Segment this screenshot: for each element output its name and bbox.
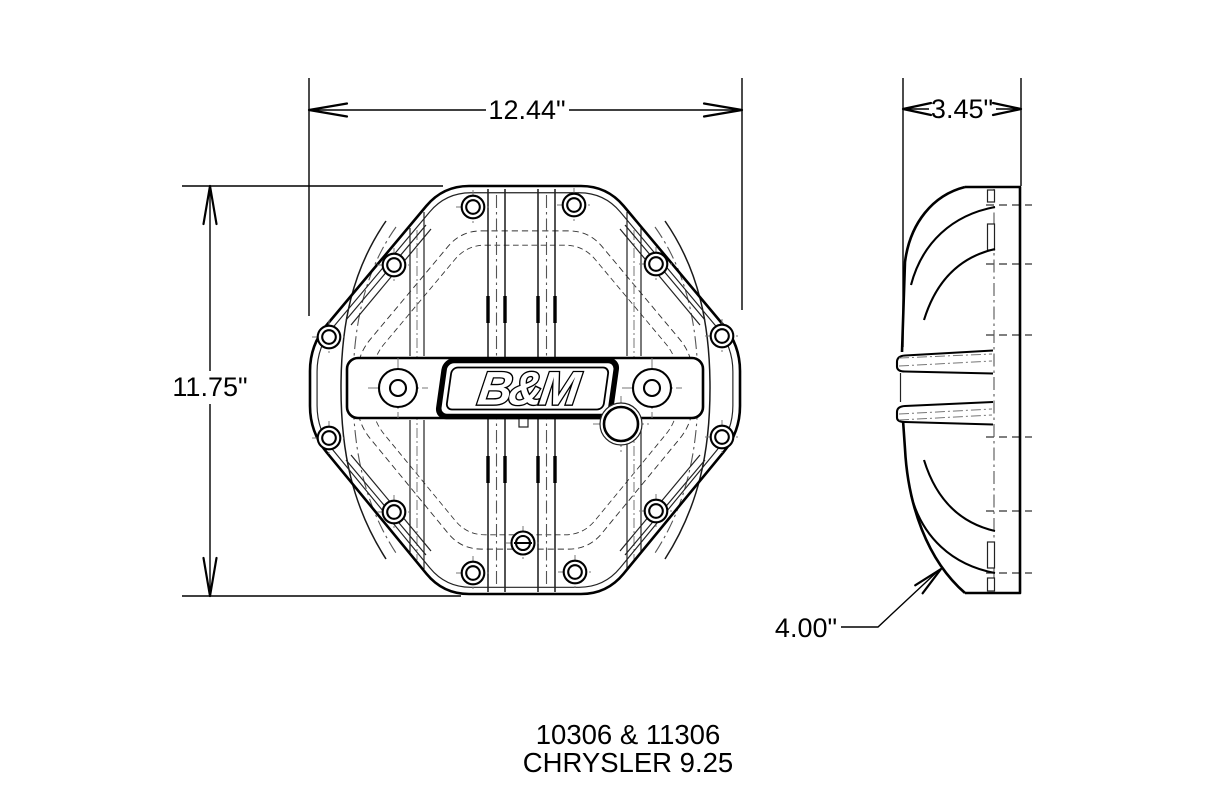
arrowhead-left	[307, 102, 349, 118]
dimension-front-height: 11.75"	[172, 184, 461, 598]
arrowhead-right	[702, 102, 744, 118]
arrowhead-right	[991, 101, 1023, 117]
fill-plug	[593, 396, 649, 452]
leader-line	[841, 569, 940, 628]
caption-block: 10306 & 11306 CHRYSLER 9.25	[523, 719, 733, 778]
bar-cross-section	[895, 349, 994, 426]
arrowhead-left	[901, 101, 933, 117]
front-height-label: 11.75"	[172, 372, 247, 402]
front-width-label: 12.44"	[488, 95, 565, 125]
dome-rib-curves	[909, 205, 996, 575]
rib-end-blocks	[986, 189, 996, 592]
caption-part-numbers: 10306 & 11306	[536, 719, 721, 750]
leader-arrowhead	[914, 567, 943, 595]
bm-logo-plate: B&M	[435, 357, 620, 420]
bm-logo-text: B&M	[475, 363, 585, 416]
bolt-hole	[454, 188, 492, 226]
bolt-hole	[556, 553, 594, 591]
dimension-front-width: 12.44"	[307, 78, 744, 316]
drain-plug	[506, 526, 540, 560]
bolt-row-lines	[986, 204, 1032, 574]
overall-depth-label: 4.00"	[775, 613, 837, 643]
bolt-hole	[703, 418, 741, 456]
arrowhead-bottom	[202, 556, 218, 598]
bolt-hole	[454, 554, 492, 592]
boss-left	[368, 358, 428, 418]
bolt-hole	[310, 318, 348, 356]
arrowhead-top	[202, 184, 218, 226]
dimension-overall-depth: 4.00"	[775, 567, 943, 643]
dome-profile-lower	[901, 419, 966, 594]
side-depth-label: 3.45"	[931, 94, 993, 124]
caption-model: CHRYSLER 9.25	[523, 747, 733, 778]
front-view: B&M	[308, 184, 742, 596]
bolt-hole	[375, 493, 413, 531]
side-view	[895, 185, 1032, 595]
flange-profile	[965, 185, 1022, 595]
dome-profile-upper	[900, 185, 966, 353]
boss-right	[622, 358, 682, 418]
bolt-hole	[310, 419, 348, 457]
dimension-side-depth: 3.45"	[901, 78, 1023, 347]
bolt-hole	[703, 317, 741, 355]
